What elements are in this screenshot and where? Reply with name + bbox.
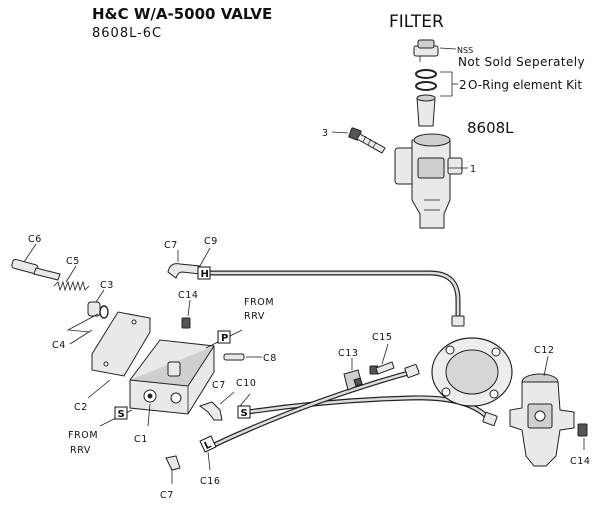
c12-valve [509, 373, 575, 467]
diagram-title: H&C W/A-5000 VALVE [92, 5, 272, 23]
callout-c8: C8 [263, 353, 277, 364]
tag-l: L [199, 435, 217, 453]
tag-s-left-text: S [118, 409, 125, 420]
c6-pin [11, 258, 61, 281]
c1-valve-body [129, 339, 215, 415]
callout-c16: C16 [200, 476, 221, 487]
filter-heading: FILTER [389, 12, 444, 32]
from-rrv-left-line1: FROM [68, 430, 98, 441]
nss-label: Not Sold Seperately [458, 55, 585, 69]
diagram-subtitle: 8608L-6C [92, 26, 162, 41]
callout-c10: C10 [236, 378, 257, 389]
tag-h: H [197, 266, 211, 280]
callout-c9: C9 [204, 236, 218, 247]
callout-c13: C13 [338, 348, 359, 359]
filter-assembly [331, 39, 468, 229]
filter-cap [413, 39, 439, 62]
callout-c3: C3 [100, 280, 114, 291]
from-rrv-top-line2: RRV [244, 311, 265, 322]
callout-c6: C6 [28, 234, 42, 245]
c7-elbow-bottom [165, 455, 181, 471]
c5-spring [53, 280, 90, 292]
oring-kit-label: O-Ring element Kit [468, 78, 582, 92]
c15-bolt [369, 361, 395, 375]
filter-element [416, 94, 436, 127]
tag-h-text: H [201, 269, 209, 280]
filter-bolt [348, 127, 386, 154]
callout-c14-right: C14 [570, 456, 591, 467]
nss-code: NSS [457, 46, 473, 55]
right-leader-lines [351, 343, 585, 450]
c14-plug-right [577, 423, 588, 437]
callout-c7-bottom: C7 [160, 490, 174, 501]
c13-clip [343, 369, 363, 391]
from-rrv-top-line1: FROM [244, 297, 274, 308]
callout-c7-top: C7 [164, 240, 178, 251]
tag-l-text: L [203, 439, 214, 452]
callout-1: 1 [470, 164, 477, 175]
callout-c14-top: C14 [178, 290, 199, 301]
oring-qty: 2 [459, 78, 467, 92]
callout-c2: C2 [74, 402, 88, 413]
o-ring-upper [415, 69, 437, 79]
filter-body [394, 133, 463, 229]
callout-c5: C5 [66, 256, 80, 267]
c7-fitting-top [167, 263, 201, 279]
tag-s-left: S [114, 406, 128, 420]
callout-c1: C1 [134, 434, 148, 445]
tag-s-mid: S [237, 405, 251, 419]
callout-c12: C12 [534, 345, 555, 356]
housing-flange [431, 337, 513, 407]
o-ring-lower [415, 81, 437, 91]
c8-screw [223, 353, 245, 361]
callout-c15: C15 [372, 332, 393, 343]
tag-p-text: P [221, 333, 228, 344]
callout-c7-mid: C7 [212, 380, 226, 391]
tag-p: P [217, 330, 231, 344]
tube-l [209, 364, 420, 449]
tag-s-mid-text: S [241, 408, 248, 419]
filter-part-number: 8608L [467, 119, 514, 137]
callout-c4: C4 [52, 340, 66, 351]
from-rrv-left-line2: RRV [70, 445, 91, 456]
callout-3: 3 [322, 128, 329, 139]
c3-seat [87, 301, 109, 319]
c14-plug-top [181, 317, 191, 329]
c2-plate [91, 311, 151, 377]
tube-h [207, 270, 465, 327]
c7-elbow-mid [198, 401, 223, 421]
